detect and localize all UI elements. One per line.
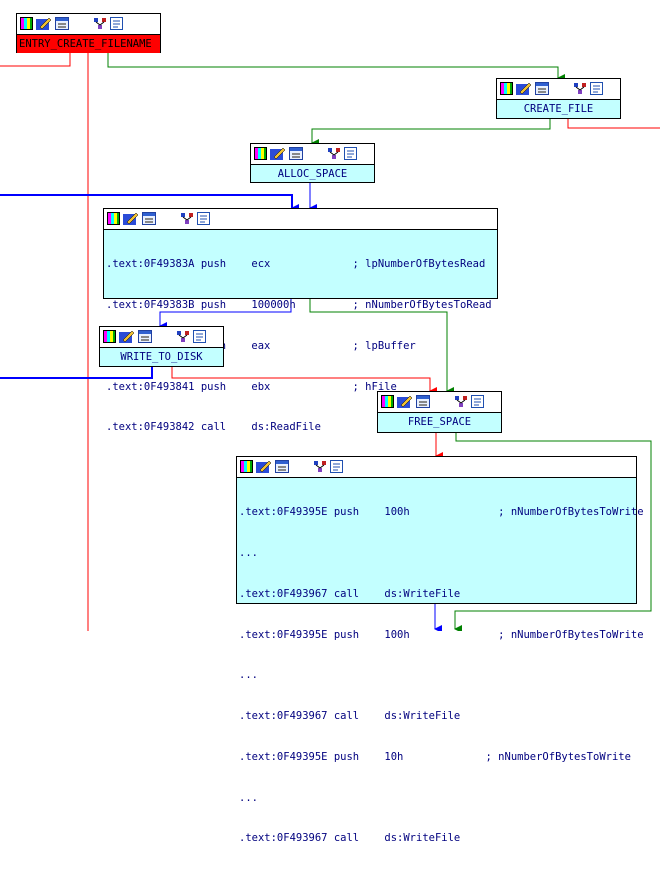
edge-red [171,366,437,395]
code-line[interactable]: .text:0F49395E push 10h ; nNumberOfBytes… [239,750,631,763]
graph-window-icon[interactable] [289,147,303,160]
edge-blue [0,194,299,212]
node-label: ENTRY_CREATE_FILENAME [17,35,160,53]
graph-window-icon[interactable] [535,82,549,95]
node-label: ALLOC_SPACE [277,168,348,180]
group-nodes-icon[interactable] [313,460,327,473]
node-toolbar [17,14,160,35]
code-line[interactable]: .text:0F493842 call ds:ReadFile [106,421,321,434]
edge-green [107,52,565,82]
node-label: WRITE_TO_DISK [120,351,203,363]
color-palette-icon[interactable] [254,147,267,160]
graph-window-icon[interactable] [138,330,152,343]
edge-green [454,432,652,631]
node-entry-create-filename[interactable]: ENTRY_CREATE_FILENAME [16,13,161,53]
graph-window-icon[interactable] [55,17,69,30]
edit-pencil-icon[interactable] [36,17,51,30]
edge-blue [0,366,153,379]
edit-pencil-icon[interactable] [397,395,412,408]
node-toolbar [104,209,497,230]
code-line[interactable]: .text:0F493967 call ds:WriteFile [239,832,461,845]
color-palette-icon[interactable] [107,212,120,225]
node-label: FREE_SPACE [407,416,472,428]
color-palette-icon[interactable] [500,82,513,95]
graph-edges [0,52,660,631]
edge-green [309,299,454,395]
node-create-file[interactable]: CREATE_FILE [496,78,621,119]
edit-pencil-icon[interactable] [516,82,531,95]
group-nodes-icon[interactable] [180,212,194,225]
color-palette-icon[interactable] [381,395,394,408]
node-read-file-block[interactable]: .text:0F49383A push ecx ; lpNumberOfByte… [103,208,498,433]
group-nodes-icon[interactable] [454,395,468,408]
node-text-icon[interactable] [193,330,206,343]
node-text-icon[interactable] [471,395,484,408]
edit-pencil-icon[interactable] [270,147,285,160]
node-toolbar [497,79,620,100]
edit-pencil-icon[interactable] [123,212,138,225]
edge-blue [159,299,292,330]
group-nodes-icon[interactable] [93,17,107,30]
edge-green [311,119,551,147]
edge-red [567,119,660,129]
group-nodes-icon[interactable] [176,330,190,343]
node-write-file-block[interactable]: .text:0F49395E push 100h ; nNumberOfByte… [236,456,644,844]
node-toolbar [237,457,636,478]
node-free-space[interactable]: FREE_SPACE [377,391,502,433]
node-text-icon[interactable] [330,460,343,473]
code-line[interactable]: .text:0F49383A push ecx ; lpNumberOfByte… [106,258,486,271]
node-write-to-disk[interactable]: WRITE_TO_DISK [99,326,224,367]
node-text-icon[interactable] [590,82,603,95]
node-toolbar [378,392,501,413]
color-palette-icon[interactable] [240,460,253,473]
node-alloc-space[interactable]: ALLOC_SPACE [250,143,375,183]
node-text-icon[interactable] [110,17,123,30]
color-palette-icon[interactable] [103,330,116,343]
edit-pencil-icon[interactable] [119,330,134,343]
code-line[interactable]: ... [239,791,258,804]
code-line[interactable]: ... [239,669,258,682]
code-line[interactable]: ... [239,546,258,559]
edge-red [0,52,71,67]
node-label: CREATE_FILE [523,103,594,115]
code-line[interactable]: .text:0F49383B push 100000h ; nNumberOfB… [106,298,492,311]
graph-window-icon[interactable] [416,395,430,408]
graph-window-icon[interactable] [275,460,289,473]
code-line[interactable]: .text:0F493967 call ds:WriteFile [239,587,461,600]
code-line[interactable]: .text:0F493841 push ebx ; hFile [106,380,397,393]
node-toolbar [251,144,374,165]
disassembly-listing: .text:0F49395E push 100h ; nNumberOfByte… [237,478,644,873]
node-toolbar [100,327,223,348]
color-palette-icon[interactable] [20,17,33,30]
group-nodes-icon[interactable] [573,82,587,95]
node-text-icon[interactable] [344,147,357,160]
node-text-icon[interactable] [197,212,210,225]
edit-pencil-icon[interactable] [256,460,271,473]
group-nodes-icon[interactable] [327,147,341,160]
graph-window-icon[interactable] [142,212,156,225]
code-line[interactable]: .text:0F49395E push 100h ; nNumberOfByte… [239,506,644,519]
code-line[interactable]: .text:0F493967 call ds:WriteFile [239,710,461,723]
